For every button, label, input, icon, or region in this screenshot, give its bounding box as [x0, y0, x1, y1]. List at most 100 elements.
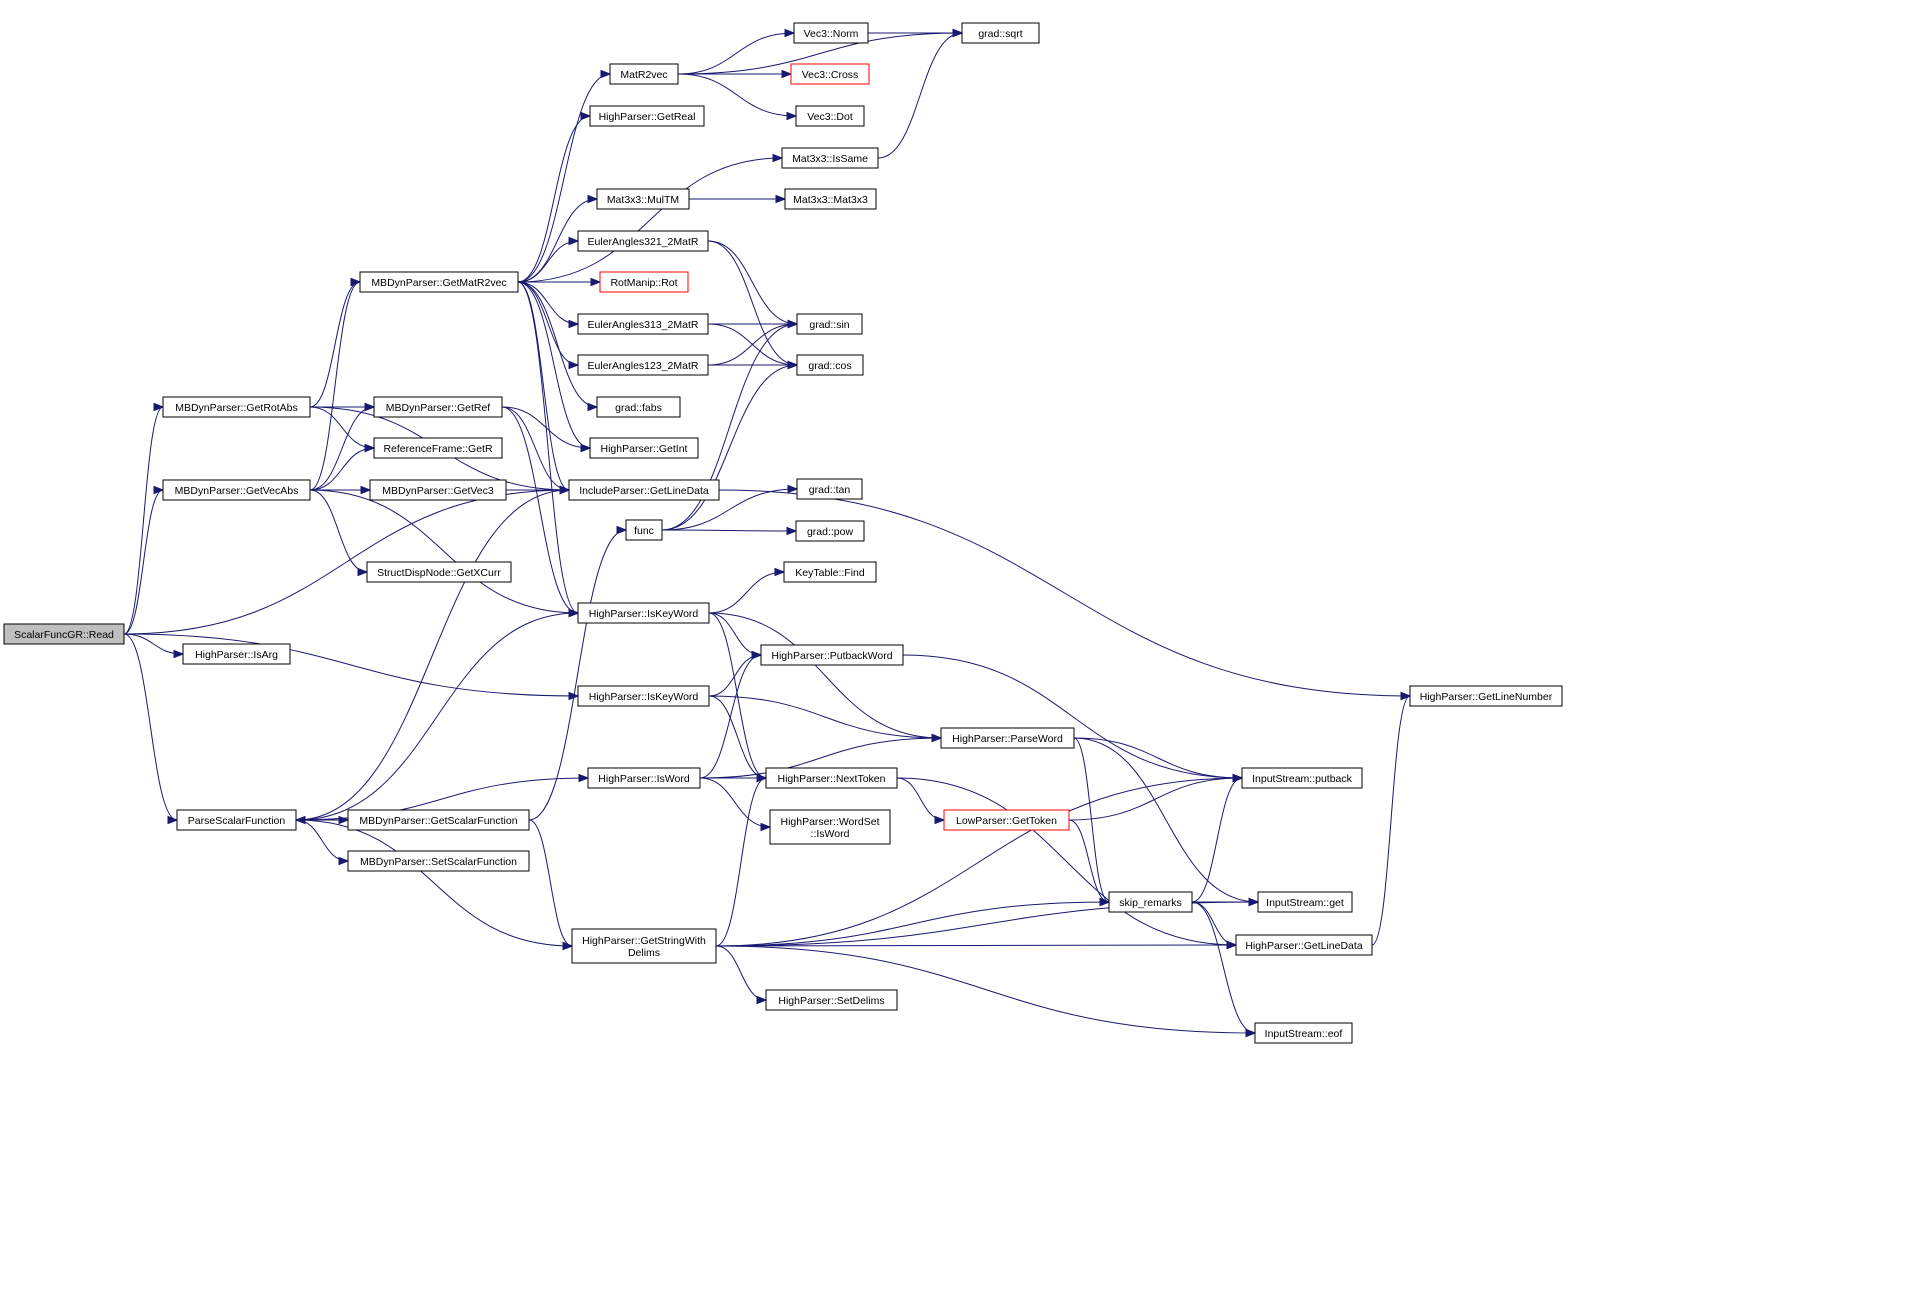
function-node-fabs[interactable]: grad::fabs: [596, 396, 681, 418]
function-node-func[interactable]: func: [625, 519, 663, 541]
call-edge-getmatr2vec-to-getreal: [517, 111, 592, 283]
node-label: EulerAngles321_2MatR: [588, 236, 699, 248]
function-node-multm[interactable]: Mat3x3::MulTM: [596, 188, 690, 210]
node-label: HighParser::GetLineData: [1245, 940, 1362, 952]
node-box: [1257, 891, 1353, 913]
function-node-skipremarks[interactable]: skip_remarks: [1108, 891, 1193, 913]
function-node-vecnorm[interactable]: Vec3::Norm: [793, 22, 869, 44]
node-label: HighParser::GetStringWith: [582, 935, 706, 947]
function-node-wordset[interactable]: HighParser::WordSet::IsWord: [769, 809, 891, 845]
node-label: HighParser::WordSet: [780, 816, 879, 828]
node-label: HighParser::GetLineNumber: [1420, 691, 1553, 703]
node-box: [359, 271, 519, 293]
node-box: [769, 809, 891, 845]
function-node-rot[interactable]: RotManip::Rot: [599, 271, 689, 293]
function-node-isarg[interactable]: HighParser::IsArg: [182, 643, 291, 665]
node-box: [940, 727, 1075, 749]
node-label: MBDynParser::GetVecAbs: [175, 485, 299, 497]
function-node-parseword[interactable]: HighParser::ParseWord: [940, 727, 1075, 749]
node-label: HighParser::IsWord: [598, 773, 690, 785]
node-label: HighParser::GetReal: [599, 111, 696, 123]
function-node-iskeyword2[interactable]: HighParser::IsKeyWord: [577, 685, 710, 707]
function-node-gettoken[interactable]: LowParser::GetToken: [943, 809, 1070, 831]
call-edge-getmatr2vec-to-matr2vec: [517, 69, 612, 283]
function-node-parsescalar[interactable]: ParseScalarFunction: [176, 809, 297, 831]
node-label: InputStream::get: [1266, 897, 1344, 909]
function-node-euler313[interactable]: EulerAngles313_2MatR: [577, 313, 709, 335]
call-edge-getmatr2vec-to-rot: [517, 277, 602, 287]
function-node-eof[interactable]: InputStream::eof: [1254, 1022, 1353, 1044]
function-node-iskeyword1[interactable]: HighParser::IsKeyWord: [577, 602, 710, 624]
node-label: HighParser::IsArg: [195, 649, 278, 661]
function-node-mat3x3[interactable]: Mat3x3::Mat3x3: [784, 188, 877, 210]
node-label: HighParser::SetDelims: [778, 995, 884, 1007]
node-box: [943, 809, 1070, 831]
function-node-putbackword[interactable]: HighParser::PutbackWord: [760, 644, 904, 666]
function-node-getxcurr[interactable]: StructDispNode::GetXCurr: [366, 561, 512, 583]
node-label: LowParser::GetToken: [956, 815, 1057, 827]
function-node-isword[interactable]: HighParser::IsWord: [587, 767, 701, 789]
function-node-getscalarfn[interactable]: MBDynParser::GetScalarFunction: [347, 809, 530, 831]
call-edge-getvecabs-to-iskeyword1: [309, 489, 580, 618]
function-node-incgetline[interactable]: IncludeParser::GetLineData: [568, 479, 720, 501]
function-node-streamget[interactable]: InputStream::get: [1257, 891, 1353, 913]
call-edge-func-to-pow: [661, 526, 798, 536]
call-edge-euler313-to-cos: [707, 323, 799, 370]
call-edge-getvecabs-to-getref: [309, 402, 376, 491]
node-label: KeyTable::Find: [795, 567, 865, 579]
node-box: [577, 354, 709, 376]
call-edge-iskeyword1-to-keyfind: [708, 567, 786, 614]
node-label: ParseScalarFunction: [188, 815, 286, 827]
call-edge-getvecabs-to-getmatr2vec: [309, 277, 362, 491]
function-node-matr2vec[interactable]: MatR2vec: [609, 63, 679, 85]
function-node-keyfind[interactable]: KeyTable::Find: [783, 561, 877, 583]
function-node-getint[interactable]: HighParser::GetInt: [589, 437, 699, 459]
call-edge-getmatr2vec-to-issame: [517, 153, 784, 283]
function-node-putback[interactable]: InputStream::putback: [1241, 767, 1363, 789]
function-node-setscalarfn[interactable]: MBDynParser::SetScalarFunction: [347, 850, 530, 872]
function-node-getmatr2vec[interactable]: MBDynParser::GetMatR2vec: [359, 271, 519, 293]
function-node-refgetr[interactable]: ReferenceFrame::GetR: [373, 437, 503, 459]
node-box: [347, 809, 530, 831]
function-node-euler321[interactable]: EulerAngles321_2MatR: [577, 230, 709, 252]
node-label: EulerAngles123_2MatR: [588, 360, 699, 372]
call-edge-read-to-isarg: [123, 633, 185, 659]
call-edge-getvecabs-to-getxcurr: [309, 489, 369, 577]
function-node-issame[interactable]: Mat3x3::IsSame: [781, 147, 879, 169]
node-label: Mat3x3::MulTM: [607, 194, 679, 206]
function-node-getreal[interactable]: HighParser::GetReal: [589, 105, 705, 127]
call-edge-matr2vec-to-vecnorm: [677, 28, 796, 75]
function-node-getref[interactable]: MBDynParser::GetRef: [373, 396, 503, 418]
node-box: [1254, 1022, 1353, 1044]
function-node-getvec3[interactable]: MBDynParser::GetVec3: [369, 479, 507, 501]
function-node-read[interactable]: ScalarFuncGR::Read: [3, 623, 125, 645]
function-node-sin[interactable]: grad::sin: [796, 313, 863, 335]
function-node-getlinenumber[interactable]: HighParser::GetLineNumber: [1409, 685, 1563, 707]
function-node-sqrt[interactable]: grad::sqrt: [961, 22, 1040, 44]
node-label: skip_remarks: [1119, 897, 1181, 909]
function-node-getvecabs[interactable]: MBDynParser::GetVecAbs: [162, 479, 311, 501]
function-node-tan[interactable]: grad::tan: [796, 478, 863, 500]
function-node-veccross[interactable]: Vec3::Cross: [790, 63, 870, 85]
call-edge-getscalarfn-to-getstringdelims: [528, 819, 574, 951]
function-node-pow[interactable]: grad::pow: [795, 520, 865, 542]
call-edge-parsescalar-to-getstringdelims: [295, 819, 574, 951]
call-edge-nexttoken-to-hpgetline: [896, 777, 1238, 950]
function-node-vecdot[interactable]: Vec3::Dot: [795, 105, 865, 127]
call-edge-hpgetline-to-getlinenumber: [1371, 691, 1412, 946]
node-label: ScalarFuncGR::Read: [14, 629, 114, 641]
node-box: [589, 105, 705, 127]
node-box: [577, 685, 710, 707]
node-box: [589, 437, 699, 459]
node-label: MBDynParser::GetRef: [386, 402, 491, 414]
call-edge-issame-to-sqrt: [877, 28, 964, 159]
function-node-euler123[interactable]: EulerAngles123_2MatR: [577, 354, 709, 376]
function-node-setdelims[interactable]: HighParser::SetDelims: [765, 989, 898, 1011]
function-node-hpgetline[interactable]: HighParser::GetLineData: [1235, 934, 1373, 956]
function-node-cos[interactable]: grad::cos: [796, 354, 864, 376]
call-edge-isword-to-wordset: [699, 777, 772, 832]
call-edge-skipremarks-to-eof: [1191, 901, 1257, 1038]
function-node-nexttoken[interactable]: HighParser::NextToken: [765, 767, 898, 789]
function-node-getrotabs[interactable]: MBDynParser::GetRotAbs: [162, 396, 311, 418]
